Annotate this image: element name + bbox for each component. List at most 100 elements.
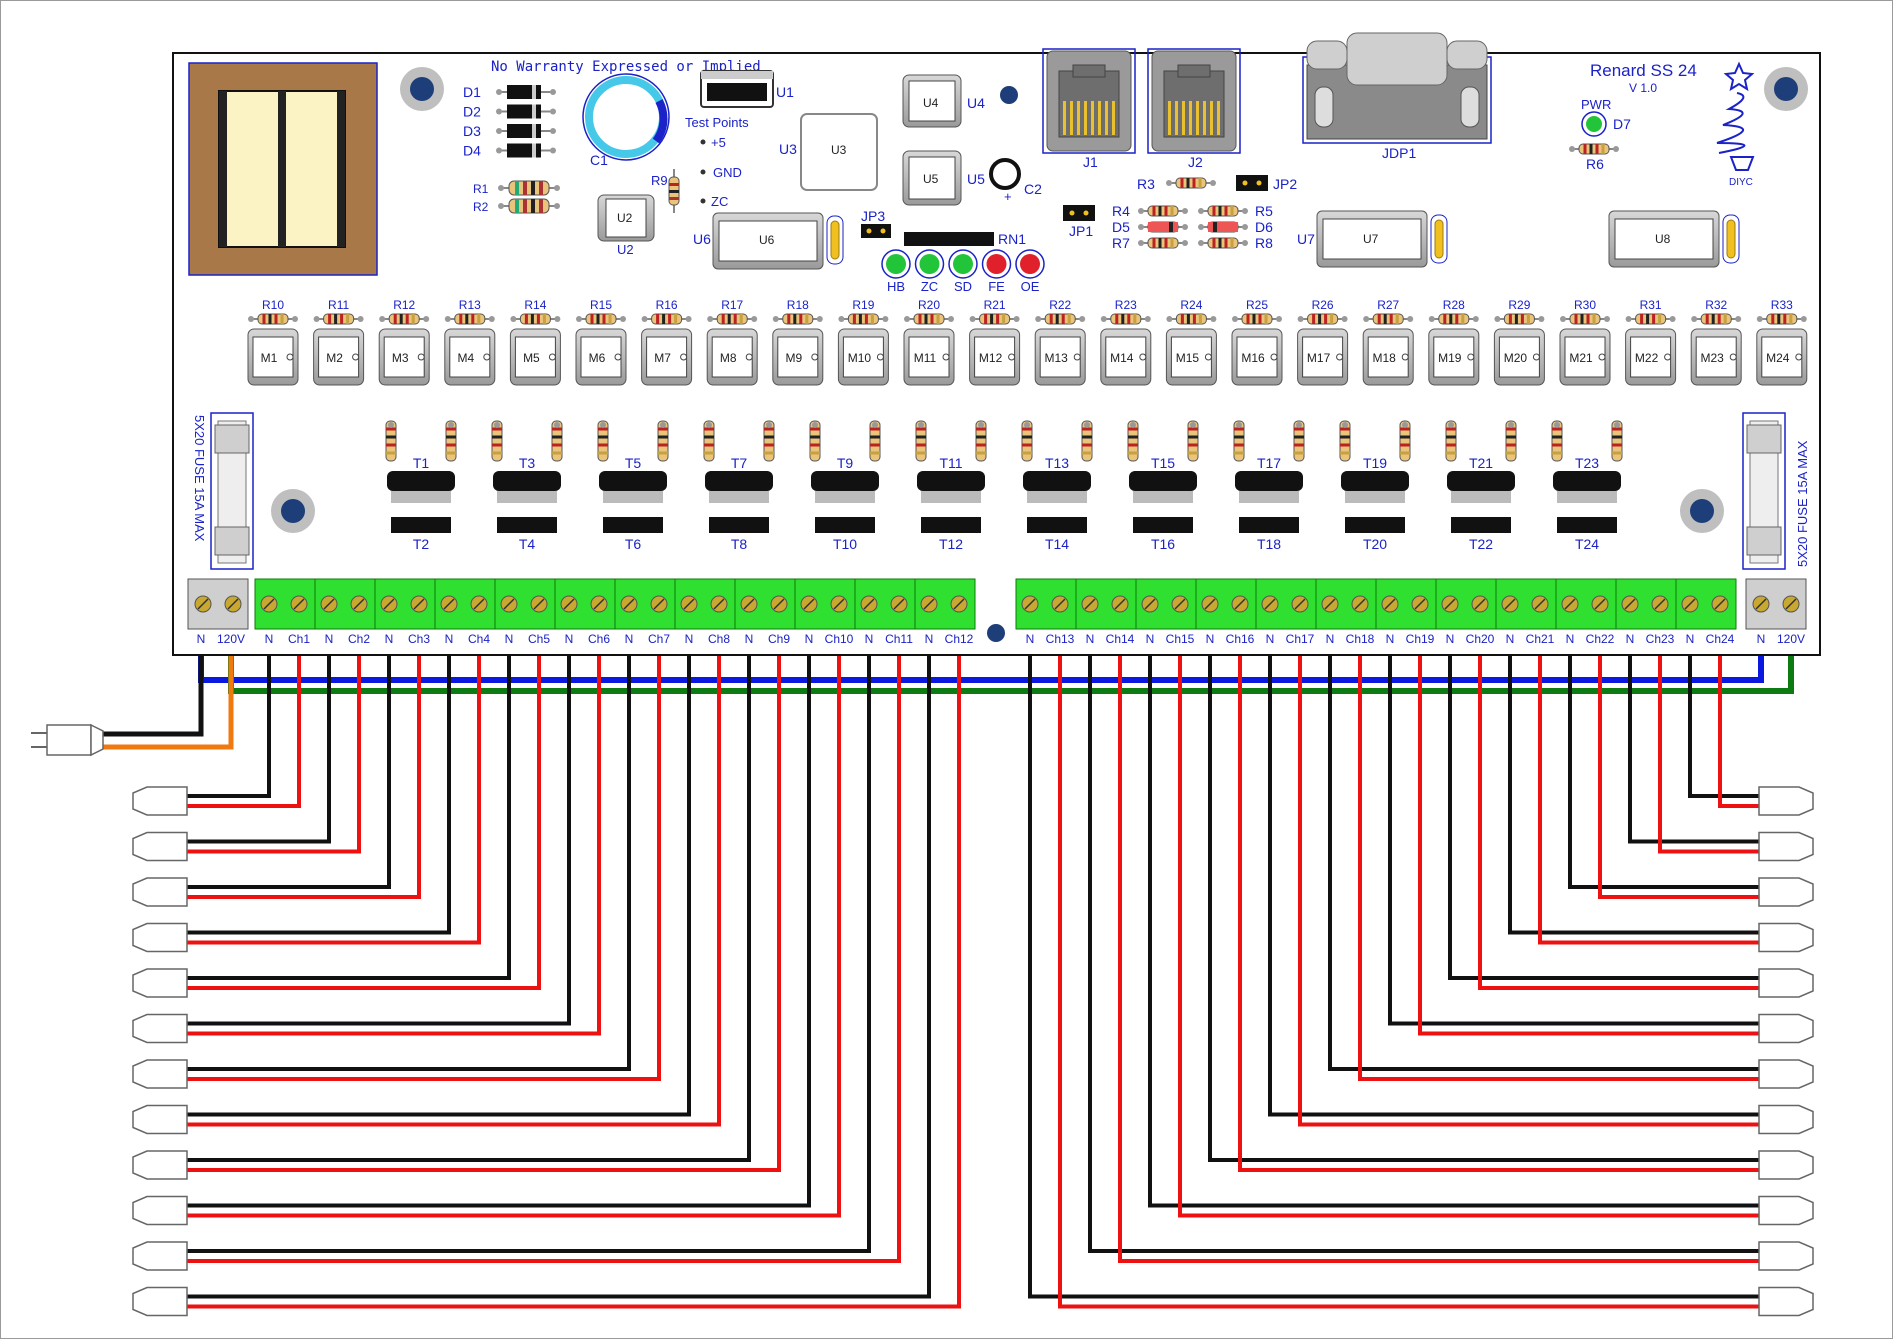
terminal-label: N: [325, 632, 334, 646]
resistor: [915, 420, 927, 462]
opto-label: M17: [1307, 351, 1331, 365]
terminal-label: N: [745, 632, 754, 646]
optocoupler: [772, 328, 824, 386]
j2-label: J2: [1188, 154, 1203, 170]
resistor-label: R10: [262, 298, 284, 312]
optocoupler: [575, 328, 627, 386]
neutral-wire: [1568, 631, 1759, 889]
channel-label: Ch3: [408, 632, 430, 646]
channel-wire: [187, 631, 781, 1172]
channel-plug: [132, 877, 188, 907]
resistor: [1399, 420, 1411, 462]
triac: [493, 471, 561, 533]
resistor-label: R21: [984, 298, 1006, 312]
triac-label: T3: [519, 455, 536, 471]
channel-label: Ch13: [1046, 632, 1075, 646]
optocoupler: [1100, 328, 1152, 386]
resistor-label: R30: [1574, 298, 1596, 312]
resistor: [1232, 313, 1282, 325]
resistor: [707, 313, 758, 325]
triac-row: T1T2T3T4T5T6T7T8T9T10T11T12T13T14T15T16T…: [385, 420, 1623, 552]
terminal-label: N: [865, 632, 874, 646]
triac-label: T22: [1469, 536, 1493, 552]
power-plug: [31, 723, 104, 757]
led-lens: [986, 254, 1007, 274]
channel-wire: [1478, 631, 1759, 990]
jp2-label: JP2: [1273, 176, 1297, 192]
optocoupler: [641, 328, 693, 386]
resistor-label: R31: [1640, 298, 1662, 312]
terminal-label: N: [685, 632, 694, 646]
resistor: [1363, 313, 1414, 325]
led-lens: [919, 254, 940, 274]
resistor-label: R33: [1771, 298, 1793, 312]
resistor-r9: [668, 169, 680, 213]
opto-label: M21: [1569, 351, 1593, 365]
resistor-label: R19: [852, 298, 874, 312]
resistor: [597, 420, 609, 462]
triac-label: T13: [1045, 455, 1069, 471]
led-label: SD: [954, 279, 972, 294]
terminal-label: N: [1326, 632, 1335, 646]
neutral-wire: [187, 631, 931, 1299]
resistor: [313, 313, 364, 325]
resistor-r6: [1569, 143, 1619, 155]
resistor: [1551, 420, 1563, 462]
opto-label: M2: [326, 351, 343, 365]
optocoupler: [509, 328, 561, 386]
resistor-label: R32: [1705, 298, 1727, 312]
channel-plug: [1758, 968, 1814, 998]
neutral-wire: [1028, 631, 1759, 1299]
opto-label: M19: [1438, 351, 1462, 365]
power-terminal-right: [1745, 578, 1807, 630]
rj45-jack: [1042, 48, 1136, 154]
resistor: [1297, 313, 1348, 325]
u5-label: U5: [967, 171, 985, 187]
opto-label: M9: [785, 351, 802, 365]
resistor-label: R26: [1312, 298, 1334, 312]
channel-wire: [1718, 631, 1759, 808]
resistor: [1138, 237, 1188, 249]
neutral-wire: [187, 631, 811, 1208]
channel-wire: [1598, 631, 1759, 899]
channel-plug: [132, 1059, 188, 1089]
u7-chip-text: U7: [1363, 232, 1379, 246]
jp1-label: JP1: [1069, 223, 1093, 239]
triac-label: T12: [939, 536, 963, 552]
channel-label: Ch24: [1706, 632, 1735, 646]
triac: [1447, 471, 1515, 533]
triac-label: T7: [731, 455, 748, 471]
resistor: [869, 420, 881, 462]
c2-plus: +: [1004, 189, 1012, 204]
triac-label: T24: [1575, 536, 1599, 552]
jdp1-label: JDP1: [1382, 145, 1416, 161]
channel-label: Ch12: [945, 632, 974, 646]
terminal-label: N: [1446, 632, 1455, 646]
channel-label: Ch6: [588, 632, 610, 646]
opto-label: M4: [457, 351, 474, 365]
triac-label: T11: [939, 455, 962, 471]
terminal-label: N: [1506, 632, 1515, 646]
opto-label: M16: [1241, 351, 1265, 365]
resistor-r3: [1166, 177, 1216, 189]
terminal-label: N: [925, 632, 934, 646]
triac-label: T5: [625, 455, 642, 471]
resistor: [498, 198, 560, 214]
component-label: D5: [1112, 219, 1130, 235]
terminal-label: N: [805, 632, 814, 646]
channel-label: Ch10: [825, 632, 854, 646]
resistor: [975, 420, 987, 462]
triac-label: T2: [413, 536, 430, 552]
opto-label: M14: [1110, 351, 1134, 365]
r9-label: R9: [651, 173, 668, 188]
resistor: [551, 420, 563, 462]
triac: [1341, 471, 1409, 533]
resistor: [1494, 313, 1545, 325]
resistor: [1625, 313, 1676, 325]
channel-wire: [1238, 631, 1759, 1172]
terminal-label: N: [1566, 632, 1575, 646]
resistor: [379, 313, 430, 325]
optocoupler: [247, 328, 299, 386]
triac-label: T14: [1045, 536, 1069, 552]
